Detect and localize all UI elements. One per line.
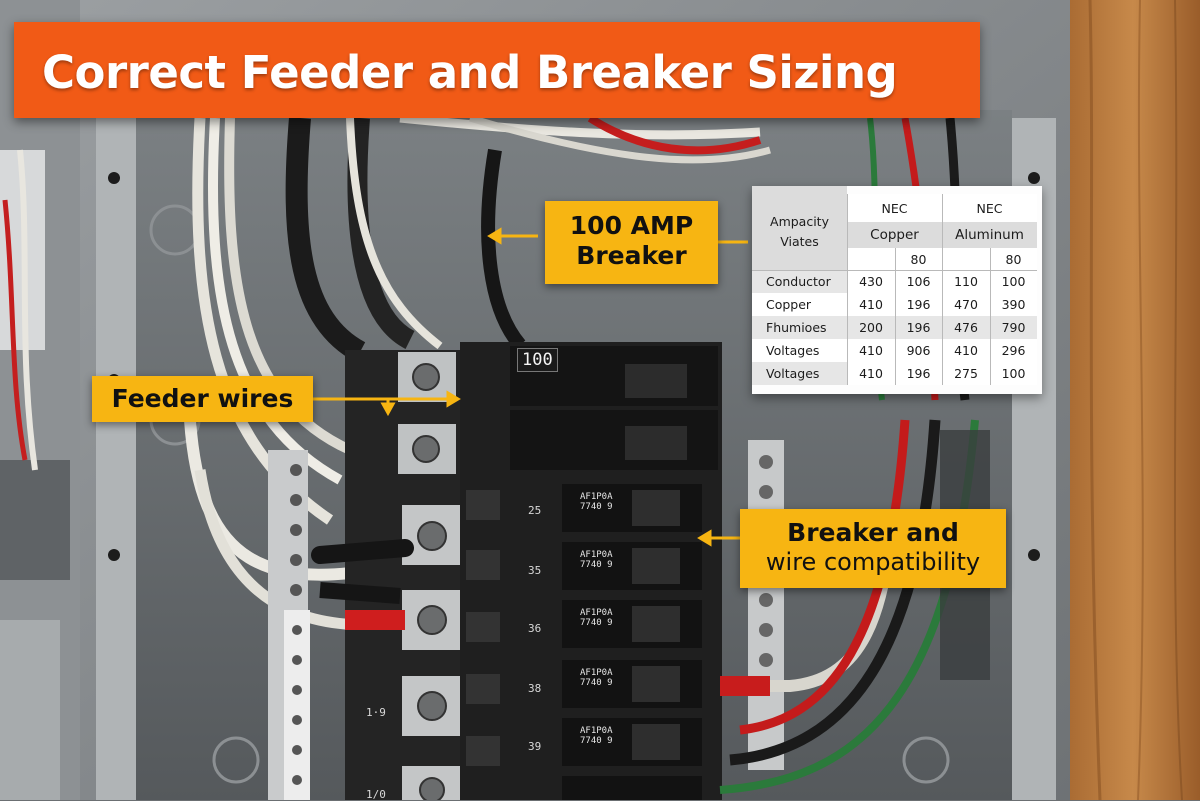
table-cell: 906 xyxy=(895,339,942,362)
table-cell: 390 xyxy=(990,293,1037,316)
table-sub-aluminum: Aluminum xyxy=(942,222,1037,248)
table-divider xyxy=(895,248,896,385)
title-banner xyxy=(14,22,980,118)
table-divider xyxy=(990,248,991,385)
table-divider xyxy=(752,270,1037,271)
table-subrow-cell: 80 xyxy=(895,248,942,270)
table-header-left-line2: Viates xyxy=(780,234,819,249)
table-group-col1: NEC xyxy=(847,194,942,222)
table-cell: 100 xyxy=(990,270,1037,293)
table-subrow-cell xyxy=(942,248,990,270)
callout-feeder-wires: Feeder wires xyxy=(92,376,313,422)
table-cell: 196 xyxy=(895,293,942,316)
table-cell: 430 xyxy=(847,270,895,293)
table-cell: 196 xyxy=(895,316,942,339)
table-row-label: Voltages xyxy=(752,362,847,385)
breaker-rating-label: AF1P0A 7740 9 xyxy=(580,668,613,688)
table-group-col2: NEC xyxy=(942,194,1037,222)
slot-number: 35 xyxy=(528,564,542,577)
main-breaker-label: 100 xyxy=(517,348,558,372)
table-row-label: Fhumioes xyxy=(752,316,847,339)
table-cell: 470 xyxy=(942,293,990,316)
side-number: 1·9 xyxy=(366,706,386,719)
table-header-left: Ampacity Viates xyxy=(752,186,847,278)
ampacity-table: Ampacity Viates NEC NEC Copper Aluminum … xyxy=(752,186,1042,394)
breaker-rating-label: AF1P0A 7740 9 xyxy=(580,550,613,570)
callout-compat-line2: wire compatibility xyxy=(765,547,981,576)
table-cell: 790 xyxy=(990,316,1037,339)
table-sub-copper: Copper xyxy=(847,222,942,248)
table-row-label: Voltages xyxy=(752,339,847,362)
page-title: Correct Feeder and Breaker Sizing xyxy=(42,46,898,99)
table-cell: 476 xyxy=(942,316,990,339)
side-number: 1/0 xyxy=(366,788,386,801)
table-cell: 200 xyxy=(847,316,895,339)
slot-number: 36 xyxy=(528,622,542,635)
table-divider xyxy=(942,194,943,385)
table-row-label: Conductor xyxy=(752,270,847,293)
callout-breaker-wire-compatibility: Breaker and wire compatibility xyxy=(740,509,1006,588)
table-cell: 275 xyxy=(942,362,990,385)
table-row-label: Copper xyxy=(752,293,847,316)
table-cell: 196 xyxy=(895,362,942,385)
table-cell: 100 xyxy=(990,362,1037,385)
table-subrow-cell xyxy=(847,248,895,270)
breaker-rating-label: AF1P0A 7740 9 xyxy=(580,492,613,512)
breaker-rating-label: AF1P0A 7740 9 xyxy=(580,726,613,746)
breaker-rating-label: AF1P0A 7740 9 xyxy=(580,608,613,628)
table-subrow-cell: 80 xyxy=(990,248,1037,270)
slot-number: 25 xyxy=(528,504,542,517)
table-cell: 110 xyxy=(942,270,990,293)
table-cell: 410 xyxy=(942,339,990,362)
table-header-left-line1: Ampacity xyxy=(770,214,829,229)
callout-amp-line2: Breaker xyxy=(576,240,687,270)
table-cell: 410 xyxy=(847,339,895,362)
table-divider xyxy=(847,194,848,385)
slot-number: 39 xyxy=(528,740,542,753)
callout-100-amp-breaker: 100 AMP Breaker xyxy=(545,201,718,284)
callout-compat-line1: Breaker and xyxy=(787,518,959,547)
table-cell: 410 xyxy=(847,293,895,316)
table-cell: 296 xyxy=(990,339,1037,362)
slot-number: 38 xyxy=(528,682,542,695)
table-cell: 106 xyxy=(895,270,942,293)
callout-amp-line1: 100 AMP xyxy=(569,211,694,240)
table-cell: 410 xyxy=(847,362,895,385)
